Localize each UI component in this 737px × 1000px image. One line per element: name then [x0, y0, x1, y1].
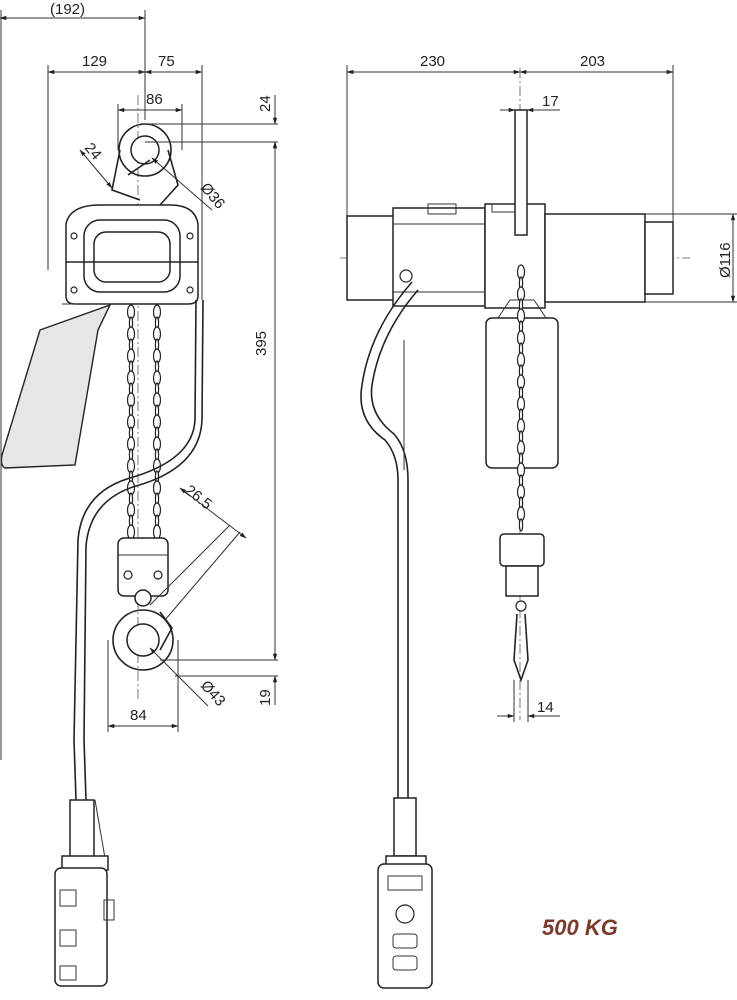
dim-116: Ø116	[717, 242, 734, 278]
dim-43: Ø43	[197, 677, 229, 709]
dim-24-angle: 24	[81, 140, 105, 164]
pendant-control-side	[377, 855, 433, 989]
dim-26-5: 26.5	[182, 482, 215, 513]
dim-192: (192)	[50, 1, 85, 18]
dim-230: 230	[420, 53, 445, 70]
dim-17: 17	[542, 93, 559, 110]
hoist-body	[65, 204, 199, 305]
dim-19: 19	[257, 689, 274, 706]
dim-84: 84	[130, 707, 147, 724]
pendant-cable	[73, 299, 197, 801]
front-dimensions	[0, 10, 278, 760]
chain-link	[126, 524, 136, 540]
dim-203: 203	[580, 53, 605, 70]
pendant-strain-side	[393, 797, 417, 857]
dim-129: 129	[82, 53, 107, 70]
chain-container	[0, 303, 112, 469]
front-view: (192) 129 75 86 24 24 Ø36 395 26.5 Ø43 8…	[0, 1, 278, 987]
dim-75: 75	[158, 53, 175, 70]
load-chain-side	[516, 264, 526, 532]
bottom-block	[117, 537, 169, 607]
pendant-cable-side	[360, 281, 413, 800]
top-hook-side	[514, 109, 528, 236]
dim-24-top: 24	[257, 95, 274, 112]
motor-housing	[346, 203, 674, 309]
dim-86: 86	[146, 91, 163, 108]
top-hook	[111, 123, 179, 206]
dim-395: 395	[253, 331, 270, 356]
bottom-hook	[112, 609, 174, 671]
side-view: 230 203 17 Ø116 14	[340, 53, 737, 989]
bottom-block-side	[499, 533, 545, 683]
chain-link	[518, 518, 524, 532]
pendant-strain-relief	[69, 799, 95, 859]
load-chain	[126, 304, 162, 540]
pendant-control	[54, 855, 115, 987]
dim-14: 14	[537, 699, 554, 716]
capacity-label: 500 KG	[542, 915, 618, 940]
chain-link	[152, 524, 162, 540]
side-dimensions	[346, 65, 737, 722]
